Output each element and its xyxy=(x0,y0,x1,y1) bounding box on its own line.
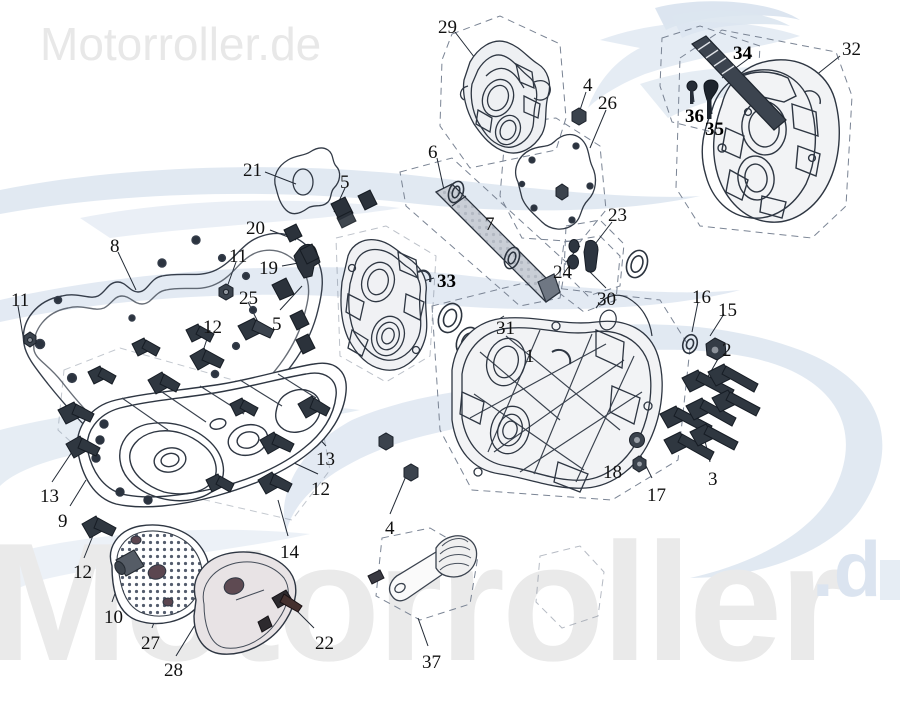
part-29-crankcase-cover-upper xyxy=(459,40,551,154)
part-20-stud xyxy=(283,223,303,243)
callout-31[interactable]: 31 xyxy=(496,318,515,339)
part-23-oil-seal-set xyxy=(568,239,599,273)
callout-6[interactable]: 6 xyxy=(428,142,438,163)
callout-4[interactable]: 4 xyxy=(583,75,593,96)
callout-17[interactable]: 17 xyxy=(647,485,666,506)
part-35-screw-small xyxy=(703,79,719,119)
part-17-nut xyxy=(632,455,647,473)
part-28-filter-cover xyxy=(193,551,297,655)
callout-2[interactable]: 2 xyxy=(722,340,732,361)
callout-36[interactable]: 36 xyxy=(685,106,704,127)
part-4-dowel-pins xyxy=(378,107,587,482)
callout-8[interactable]: 8 xyxy=(110,236,120,257)
part-22b-screw-small xyxy=(367,569,385,585)
callout-5[interactable]: 5 xyxy=(272,314,282,335)
callout-15[interactable]: 15 xyxy=(718,300,737,321)
callout-12[interactable]: 12 xyxy=(311,479,330,500)
callout-33[interactable]: 33 xyxy=(437,271,456,292)
part-2-bolts xyxy=(681,363,759,399)
callout-22[interactable]: 22 xyxy=(315,633,334,654)
callout-13[interactable]: 13 xyxy=(40,486,59,507)
part-1-crankcase-main xyxy=(451,317,663,493)
callout-4[interactable]: 4 xyxy=(385,518,395,539)
fastener-group xyxy=(57,107,761,539)
callout-1[interactable]: 1 xyxy=(525,346,535,367)
callout-12[interactable]: 12 xyxy=(203,317,222,338)
watermark-top-text: Motorroller.de xyxy=(40,18,321,70)
part-15-bolt-head xyxy=(705,337,727,361)
callout-11[interactable]: 11 xyxy=(229,246,248,267)
part-25-bolt xyxy=(237,317,275,341)
callout-18[interactable]: 18 xyxy=(603,462,622,483)
callout-26[interactable]: 26 xyxy=(598,93,617,114)
callout-23[interactable]: 23 xyxy=(608,205,627,226)
cover-bolts-top xyxy=(87,323,215,385)
part-33-crankcase-left xyxy=(340,238,432,371)
part-12-bolts xyxy=(65,347,295,539)
callout-10[interactable]: 10 xyxy=(104,607,123,628)
part-9-transmission-cover xyxy=(76,362,347,508)
part-21-gasket-small xyxy=(274,147,341,215)
callout-35[interactable]: 35 xyxy=(705,119,724,140)
part-7-o-ring xyxy=(447,180,521,270)
part-36-pin-thin xyxy=(686,80,698,104)
callout-21[interactable]: 21 xyxy=(243,160,262,181)
callout-9[interactable]: 9 xyxy=(58,511,68,532)
part-13-bolts xyxy=(57,395,331,425)
callout-13[interactable]: 13 xyxy=(316,449,335,470)
crankcase-right-edge-detail xyxy=(595,294,653,337)
callout-29[interactable]: 29 xyxy=(438,17,457,38)
callout-34[interactable]: 34 xyxy=(733,43,752,64)
callout-37[interactable]: 37 xyxy=(422,652,441,673)
callout-5[interactable]: 5 xyxy=(340,172,350,193)
part-22-screw xyxy=(257,589,303,633)
callout-16[interactable]: 16 xyxy=(692,287,711,308)
dashed-group-boxes xyxy=(57,15,853,629)
callout-27[interactable]: 27 xyxy=(141,633,160,654)
callout-19[interactable]: 19 xyxy=(259,258,278,279)
part-30-bearing xyxy=(625,249,649,279)
callout-12[interactable]: 12 xyxy=(73,562,92,583)
part-26-crankcase-gasket xyxy=(515,133,597,230)
part-6-shaft-rod xyxy=(434,183,562,303)
callout-32[interactable]: 32 xyxy=(842,39,861,60)
part-34-shift-shaft xyxy=(691,35,787,131)
part-24-pin-set xyxy=(567,254,579,270)
callout-30[interactable]: 30 xyxy=(597,289,616,310)
part-37-kick-start-lever xyxy=(388,535,478,602)
callout-24[interactable]: 24 xyxy=(553,262,572,283)
callout-20[interactable]: 20 xyxy=(246,218,265,239)
part-11-nut xyxy=(23,283,234,348)
callout-7[interactable]: 7 xyxy=(485,214,495,235)
part-10-pin-sleeve xyxy=(114,549,145,577)
callout-25[interactable]: 25 xyxy=(239,288,258,309)
watermark-de-text: .d xyxy=(812,525,881,613)
callout-28[interactable]: 28 xyxy=(164,660,183,681)
part-3-bolt-set xyxy=(659,389,761,461)
part-18-washer xyxy=(629,432,645,448)
callout-3[interactable]: 3 xyxy=(708,469,718,490)
callout-11[interactable]: 11 xyxy=(11,290,30,311)
part-14-bolts xyxy=(205,471,293,495)
part-5-studs xyxy=(271,189,378,355)
callout-14[interactable]: 14 xyxy=(280,542,299,563)
part-16-washer xyxy=(681,333,699,355)
